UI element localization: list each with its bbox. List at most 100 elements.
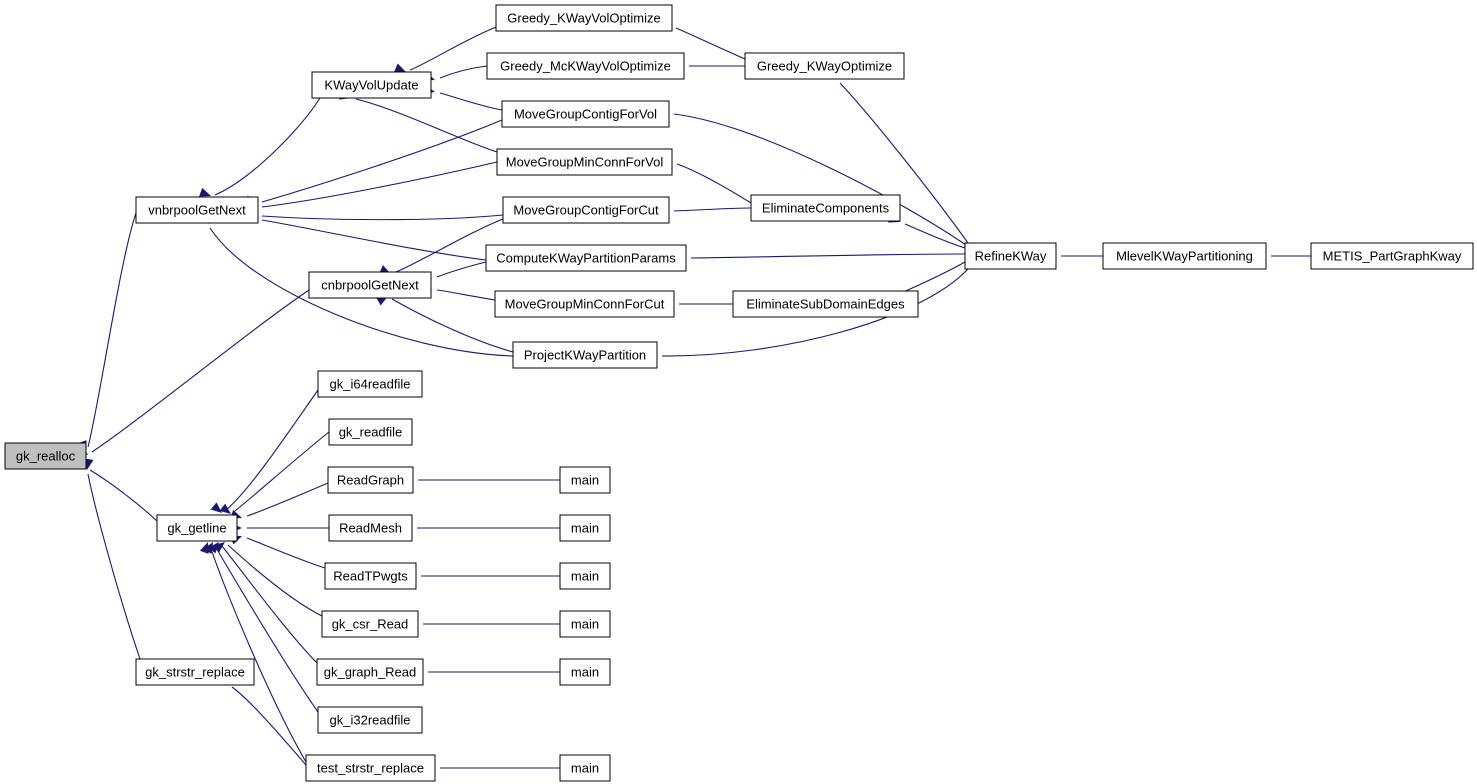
graph-node-gk_i32readfile[interactable]: gk_i32readfile: [317, 706, 423, 734]
node-box[interactable]: [744, 52, 905, 80]
node-box[interactable]: [317, 370, 423, 398]
node-box[interactable]: [495, 4, 673, 32]
graph-node-Greedy_McKWayVolOptimize[interactable]: Greedy_McKWayVolOptimize: [486, 52, 685, 80]
graph-node-gk_graph_Read[interactable]: gk_graph_Read: [316, 658, 424, 686]
graph-node-EliminateSubDomainEdges[interactable]: EliminateSubDomainEdges: [732, 290, 919, 318]
node-box[interactable]: [512, 341, 658, 369]
node-box[interactable]: [156, 514, 238, 542]
edge-line: [91, 289, 310, 453]
node-label: main: [571, 472, 599, 487]
node-box[interactable]: [316, 658, 424, 686]
node-box[interactable]: [750, 194, 901, 222]
graph-node-main_ReadGraph[interactable]: main: [559, 466, 611, 494]
edge-line: [261, 119, 503, 203]
node-box[interactable]: [324, 562, 417, 590]
edge-main_gk_graph_Read-to-gk_graph_Read: [412, 667, 560, 677]
arrowhead-icon: [199, 187, 211, 197]
node-box[interactable]: [328, 418, 413, 446]
node-box[interactable]: [559, 658, 611, 686]
edge-line: [355, 98, 498, 153]
graph-node-MoveGroupContigForVol[interactable]: MoveGroupContigForVol: [501, 100, 670, 128]
node-box[interactable]: [135, 658, 255, 686]
node-box[interactable]: [559, 562, 611, 590]
node-box[interactable]: [496, 148, 673, 176]
graph-node-vnbrpoolGetNext[interactable]: vnbrpoolGetNext: [135, 196, 259, 224]
graph-node-ReadGraph[interactable]: ReadGraph: [327, 466, 414, 494]
node-box[interactable]: [964, 242, 1057, 270]
node-box[interactable]: [732, 290, 919, 318]
node-box[interactable]: [317, 706, 423, 734]
graph-node-cnbrpoolGetNext[interactable]: cnbrpoolGetNext: [308, 271, 432, 299]
graph-node-gk_readfile[interactable]: gk_readfile: [328, 418, 413, 446]
graph-node-MoveGroupMinConnForCut[interactable]: MoveGroupMinConnForCut: [494, 290, 675, 318]
node-box[interactable]: [559, 610, 611, 638]
edge-test_strstr_replace-to-gk_getline: [199, 542, 307, 763]
edge-MoveGroupMinConnForVol-to-KWayVolUpdate: [339, 90, 498, 153]
graph-node-main_gk_graph_Read[interactable]: main: [559, 658, 611, 686]
graph-node-test_strstr_replace[interactable]: test_strstr_replace: [305, 754, 436, 782]
node-label: MoveGroupContigForCut: [513, 202, 659, 217]
node-box[interactable]: [4, 442, 87, 470]
graph-node-ReadMesh[interactable]: ReadMesh: [328, 514, 413, 542]
node-box[interactable]: [559, 754, 611, 782]
graph-node-gk_i64readfile[interactable]: gk_i64readfile: [317, 370, 423, 398]
edge-main_ReadGraph-to-ReadGraph: [402, 475, 560, 485]
graph-node-gk_strstr_replace[interactable]: gk_strstr_replace: [135, 658, 255, 686]
edge-Greedy_KWayVolOptimize-to-KWayVolUpdate: [394, 26, 497, 72]
node-box[interactable]: [308, 271, 432, 299]
edge-line: [209, 545, 307, 763]
node-label: METIS_PartGraphKway: [1323, 248, 1462, 263]
edge-gk_graph_Read-to-gk_getline: [208, 542, 318, 664]
edge-KWayVolUpdate-to-vnbrpoolGetNext: [199, 97, 321, 197]
graph-node-MoveGroupMinConnForVol[interactable]: MoveGroupMinConnForVol: [496, 148, 673, 176]
node-box[interactable]: [321, 610, 419, 638]
edge-gk_strstr_replace-to-gk_realloc: [84, 458, 141, 660]
graph-node-ReadTPwgts[interactable]: ReadTPwgts: [324, 562, 417, 590]
node-box[interactable]: [559, 466, 611, 494]
graph-node-ComputeKWayPartitionParams[interactable]: ComputeKWayPartitionParams: [485, 244, 687, 272]
graph-node-ProjectKWayPartition[interactable]: ProjectKWayPartition: [512, 341, 658, 369]
node-box[interactable]: [501, 100, 670, 128]
node-box[interactable]: [494, 290, 675, 318]
edge-ProjectKWayPartition-to-cnbrpoolGetNext: [376, 296, 514, 353]
graph-node-MoveGroupContigForCut[interactable]: MoveGroupContigForCut: [502, 196, 670, 224]
graph-node-Greedy_KWayVolOptimize[interactable]: Greedy_KWayVolOptimize: [495, 4, 673, 32]
edge-Greedy_McKWayVolOptimize-to-KWayVolUpdate: [423, 65, 488, 81]
edge-line: [246, 482, 329, 517]
edge-EliminateComponents-to-MoveGroupMinConnForVol: [660, 154, 752, 204]
edge-line: [89, 469, 158, 522]
edge-line: [409, 26, 497, 71]
node-box[interactable]: [1310, 242, 1474, 270]
node-box[interactable]: [559, 514, 611, 542]
node-box[interactable]: [311, 71, 432, 99]
graph-node-gk_getline[interactable]: gk_getline: [156, 514, 238, 542]
graph-node-RefineKWay[interactable]: RefineKWay: [964, 242, 1057, 270]
node-box[interactable]: [305, 754, 436, 782]
graph-node-main_test_strstr_replace[interactable]: main: [559, 754, 611, 782]
graph-node-Greedy_KWayOptimize[interactable]: Greedy_KWayOptimize: [744, 52, 905, 80]
node-box[interactable]: [328, 514, 413, 542]
node-label: RefineKWay: [975, 248, 1047, 263]
node-label: gk_i64readfile: [330, 376, 411, 391]
node-box[interactable]: [1102, 242, 1267, 270]
graph-node-METIS_PartGraphKway[interactable]: METIS_PartGraphKway: [1310, 242, 1474, 270]
graph-node-gk_realloc[interactable]: gk_realloc: [4, 442, 87, 470]
node-box[interactable]: [485, 244, 687, 272]
graph-node-main_ReadMesh[interactable]: main: [559, 514, 611, 542]
arrowhead-icon: [199, 542, 209, 554]
node-box[interactable]: [135, 196, 259, 224]
graph-node-MlevelKWayPartitioning[interactable]: MlevelKWayPartitioning: [1102, 242, 1267, 270]
graph-node-main_ReadTPwgts[interactable]: main: [559, 562, 611, 590]
node-label: MlevelKWayPartitioning: [1116, 248, 1253, 263]
graph-node-EliminateComponents[interactable]: EliminateComponents: [750, 194, 901, 222]
edge-main_test_strstr_replace-to-test_strstr_replace: [424, 763, 561, 773]
graph-node-gk_csr_Read[interactable]: gk_csr_Read: [321, 610, 419, 638]
graph-node-main_gk_csr_Read[interactable]: main: [559, 610, 611, 638]
edge-vnbrpoolGetNext-to-gk_realloc: [77, 212, 137, 452]
node-label: Greedy_McKWayVolOptimize: [500, 58, 671, 73]
node-box[interactable]: [502, 196, 670, 224]
node-box[interactable]: [486, 52, 685, 80]
node-box[interactable]: [327, 466, 414, 494]
node-label: gk_csr_Read: [332, 616, 409, 631]
graph-node-KWayVolUpdate[interactable]: KWayVolUpdate: [311, 71, 432, 99]
